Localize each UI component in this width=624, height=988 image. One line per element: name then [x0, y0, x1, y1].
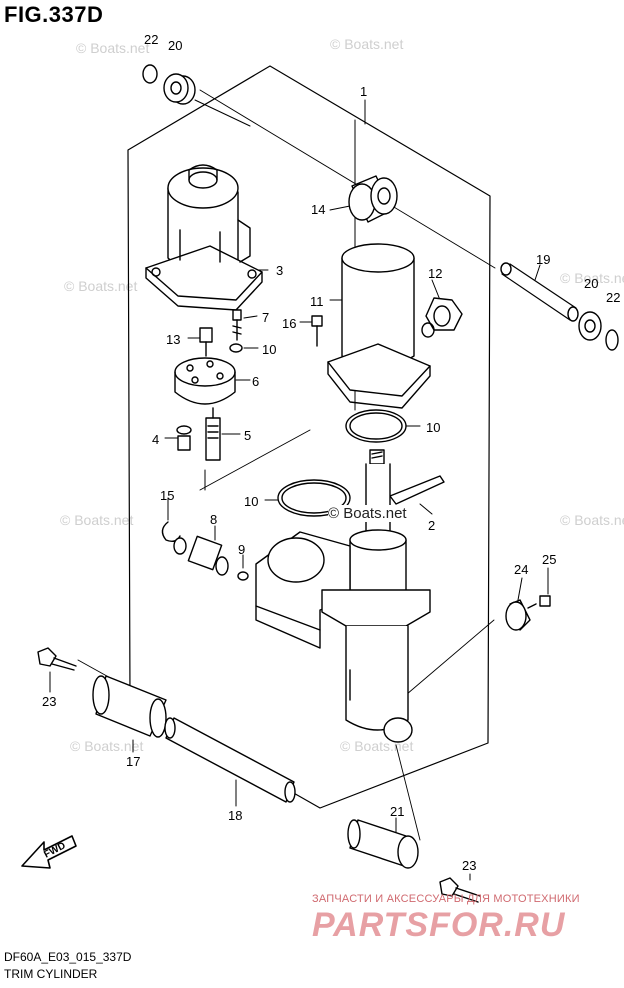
plug-12: [421, 297, 463, 338]
callout-8: 8: [210, 512, 217, 527]
callout-25: 25: [542, 552, 556, 567]
fwd-arrow: FWD: [21, 835, 77, 869]
callout-22: 22: [144, 32, 158, 47]
pin-2: [389, 475, 445, 505]
callout-7: 7: [262, 310, 269, 325]
o-ring-small: [229, 343, 243, 353]
trim-motor: [145, 164, 263, 311]
callout-9: 9: [238, 542, 245, 557]
callout-15: 15: [160, 488, 174, 503]
watermark: © Boats.net: [60, 512, 134, 528]
bushing-top: [163, 73, 196, 105]
figure-name: TRIM CYLINDER: [4, 967, 98, 981]
callout-6: 6: [252, 374, 259, 389]
callout-20-right: 20: [584, 276, 598, 291]
callout-21: 21: [390, 804, 404, 819]
callout-11: 11: [310, 294, 324, 309]
o-ring-9: [237, 571, 249, 581]
figure-code: DF60A_E03_015_337D: [4, 950, 132, 964]
reservoir-cylinder: [327, 243, 431, 409]
snap-ring-right: [605, 329, 619, 351]
callout-24: 24: [514, 562, 528, 577]
sleeve-17: [92, 675, 167, 738]
callout-18: 18: [228, 808, 242, 823]
callout-4: 4: [152, 432, 159, 447]
check-valve-4: [176, 425, 192, 451]
bolt-25: [527, 595, 551, 609]
fwd-label: FWD: [42, 840, 67, 860]
watermark: © Boats.net: [560, 512, 624, 528]
callout-22-right: 22: [606, 290, 620, 305]
callout-3: 3: [276, 263, 283, 278]
callout-2: 2: [428, 518, 435, 533]
valve-8: [173, 535, 229, 576]
watermark: © Boats.net: [64, 278, 138, 294]
callout-12: 12: [428, 266, 442, 281]
watermark: © Boats.net: [70, 738, 144, 754]
fitting-13: [199, 327, 213, 357]
callout-1: 1: [360, 84, 367, 99]
store-subtitle: ЗАПЧАСТИ И АКСЕССУАРЫ ДЛЯ МОТОТЕХНИКИ: [312, 893, 580, 905]
snap-ring: [142, 64, 158, 84]
watermark: © Boats.net: [76, 40, 150, 56]
bushing-right: [578, 311, 602, 341]
store-logo: PARTSFOR.RU: [312, 906, 566, 944]
bolt-7: [232, 309, 242, 341]
callout-10c: 10: [244, 494, 258, 509]
watermark: © Boats.net: [560, 270, 624, 286]
bushing-24: [505, 599, 531, 631]
bolt-23-left: [37, 647, 77, 671]
callout-5: 5: [244, 428, 251, 443]
watermark-center: © Boats.net: [328, 505, 407, 522]
valve-5: [205, 407, 221, 461]
sleeve-21: [347, 819, 419, 869]
callout-14: 14: [311, 202, 325, 217]
tube-18: [164, 717, 296, 803]
bolt-16: [311, 315, 323, 347]
callout-13: 13: [166, 332, 180, 347]
pin-19: [500, 262, 579, 322]
bolt-23-bottom: [439, 877, 481, 903]
o-ring-10b: [277, 479, 351, 517]
callout-23-bottom: 23: [462, 858, 476, 873]
callout-17: 17: [126, 754, 140, 769]
callout-19: 19: [536, 252, 550, 267]
callout-16: 16: [282, 316, 296, 331]
callout-20: 20: [168, 38, 182, 53]
callout-10: 10: [262, 342, 276, 357]
callout-23: 23: [42, 694, 56, 709]
bushing-14: [348, 175, 398, 223]
manifold-block: [174, 357, 236, 405]
callout-10b: 10: [426, 420, 440, 435]
watermark: © Boats.net: [330, 36, 404, 52]
o-ring-10: [345, 409, 407, 443]
figure-title: FIG.337D: [4, 2, 104, 27]
